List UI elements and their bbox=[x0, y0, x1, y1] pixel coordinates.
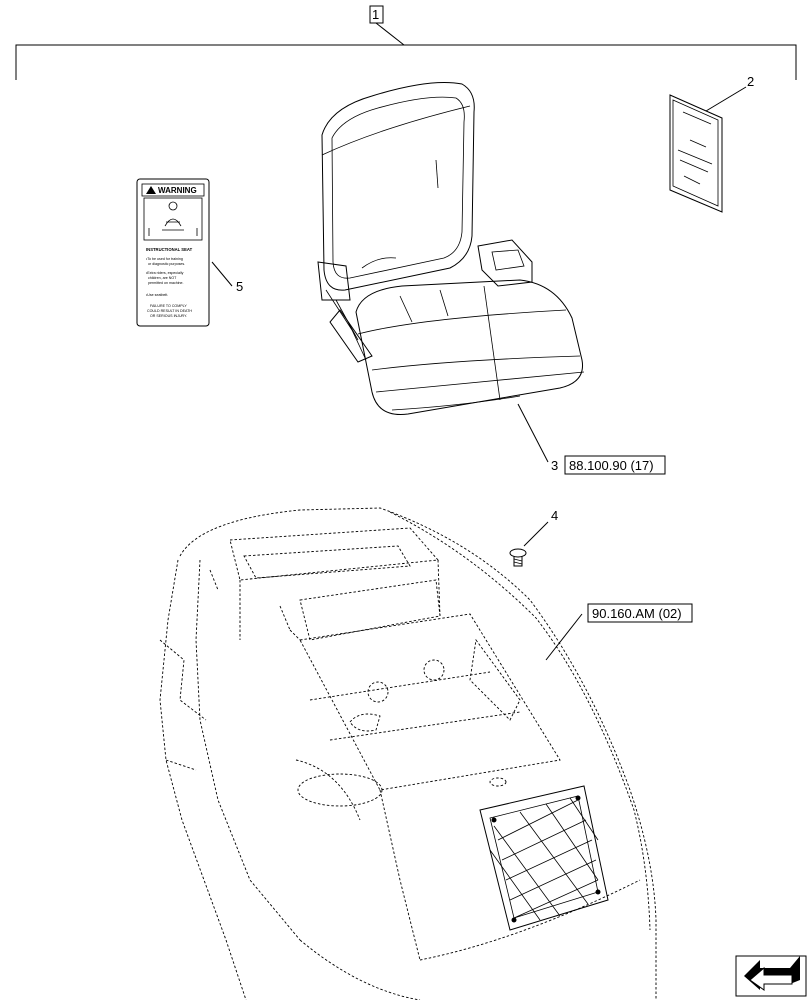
callout-item-2[interactable]: 2 bbox=[747, 74, 754, 89]
decal-line-3: •Extra riders, especially bbox=[146, 271, 184, 275]
callout-item-4[interactable]: 4 bbox=[551, 508, 558, 523]
decal-line-6: •Use seatbelt. bbox=[146, 293, 168, 297]
operator-manual[interactable] bbox=[669, 94, 723, 213]
decal-line-9: OR SERIOUS INJURY. bbox=[150, 314, 187, 318]
callout-item-5[interactable]: 5 bbox=[236, 279, 243, 294]
decal-line-5: permitted on machine. bbox=[148, 281, 184, 285]
seat-reference-label[interactable]: 88.100.90 (17) bbox=[569, 458, 654, 473]
decal-title: INSTRUCTIONAL SEAT bbox=[146, 247, 193, 252]
warning-triangle-icon bbox=[146, 186, 156, 194]
warning-decal[interactable] bbox=[136, 178, 210, 327]
previous-page-arrow-icon[interactable] bbox=[735, 955, 807, 997]
decal-line-8: COULD RESULT IN DEATH bbox=[147, 309, 192, 313]
instructional-seat[interactable] bbox=[317, 82, 585, 416]
cab-reference-label[interactable]: 90.160.AM (02) bbox=[592, 606, 682, 621]
callout-item-1[interactable]: 1 bbox=[372, 7, 379, 22]
decal-line-1: •To be used for training bbox=[146, 257, 183, 261]
decal-header: WARNING bbox=[158, 186, 197, 195]
decal-line-2: or diagnostic purposes. bbox=[148, 262, 185, 266]
assembly-bracket bbox=[15, 5, 797, 80]
callout-item-3[interactable]: 3 bbox=[551, 458, 558, 473]
decal-line-7: FAILURE TO COMPLY bbox=[150, 304, 187, 308]
cab-reference-box[interactable] bbox=[587, 603, 693, 623]
seat-reference-box[interactable] bbox=[564, 455, 666, 475]
decal-line-4: children, are NOT bbox=[148, 276, 177, 280]
cab-fender-console[interactable] bbox=[159, 507, 657, 1000]
screw[interactable] bbox=[509, 548, 527, 567]
